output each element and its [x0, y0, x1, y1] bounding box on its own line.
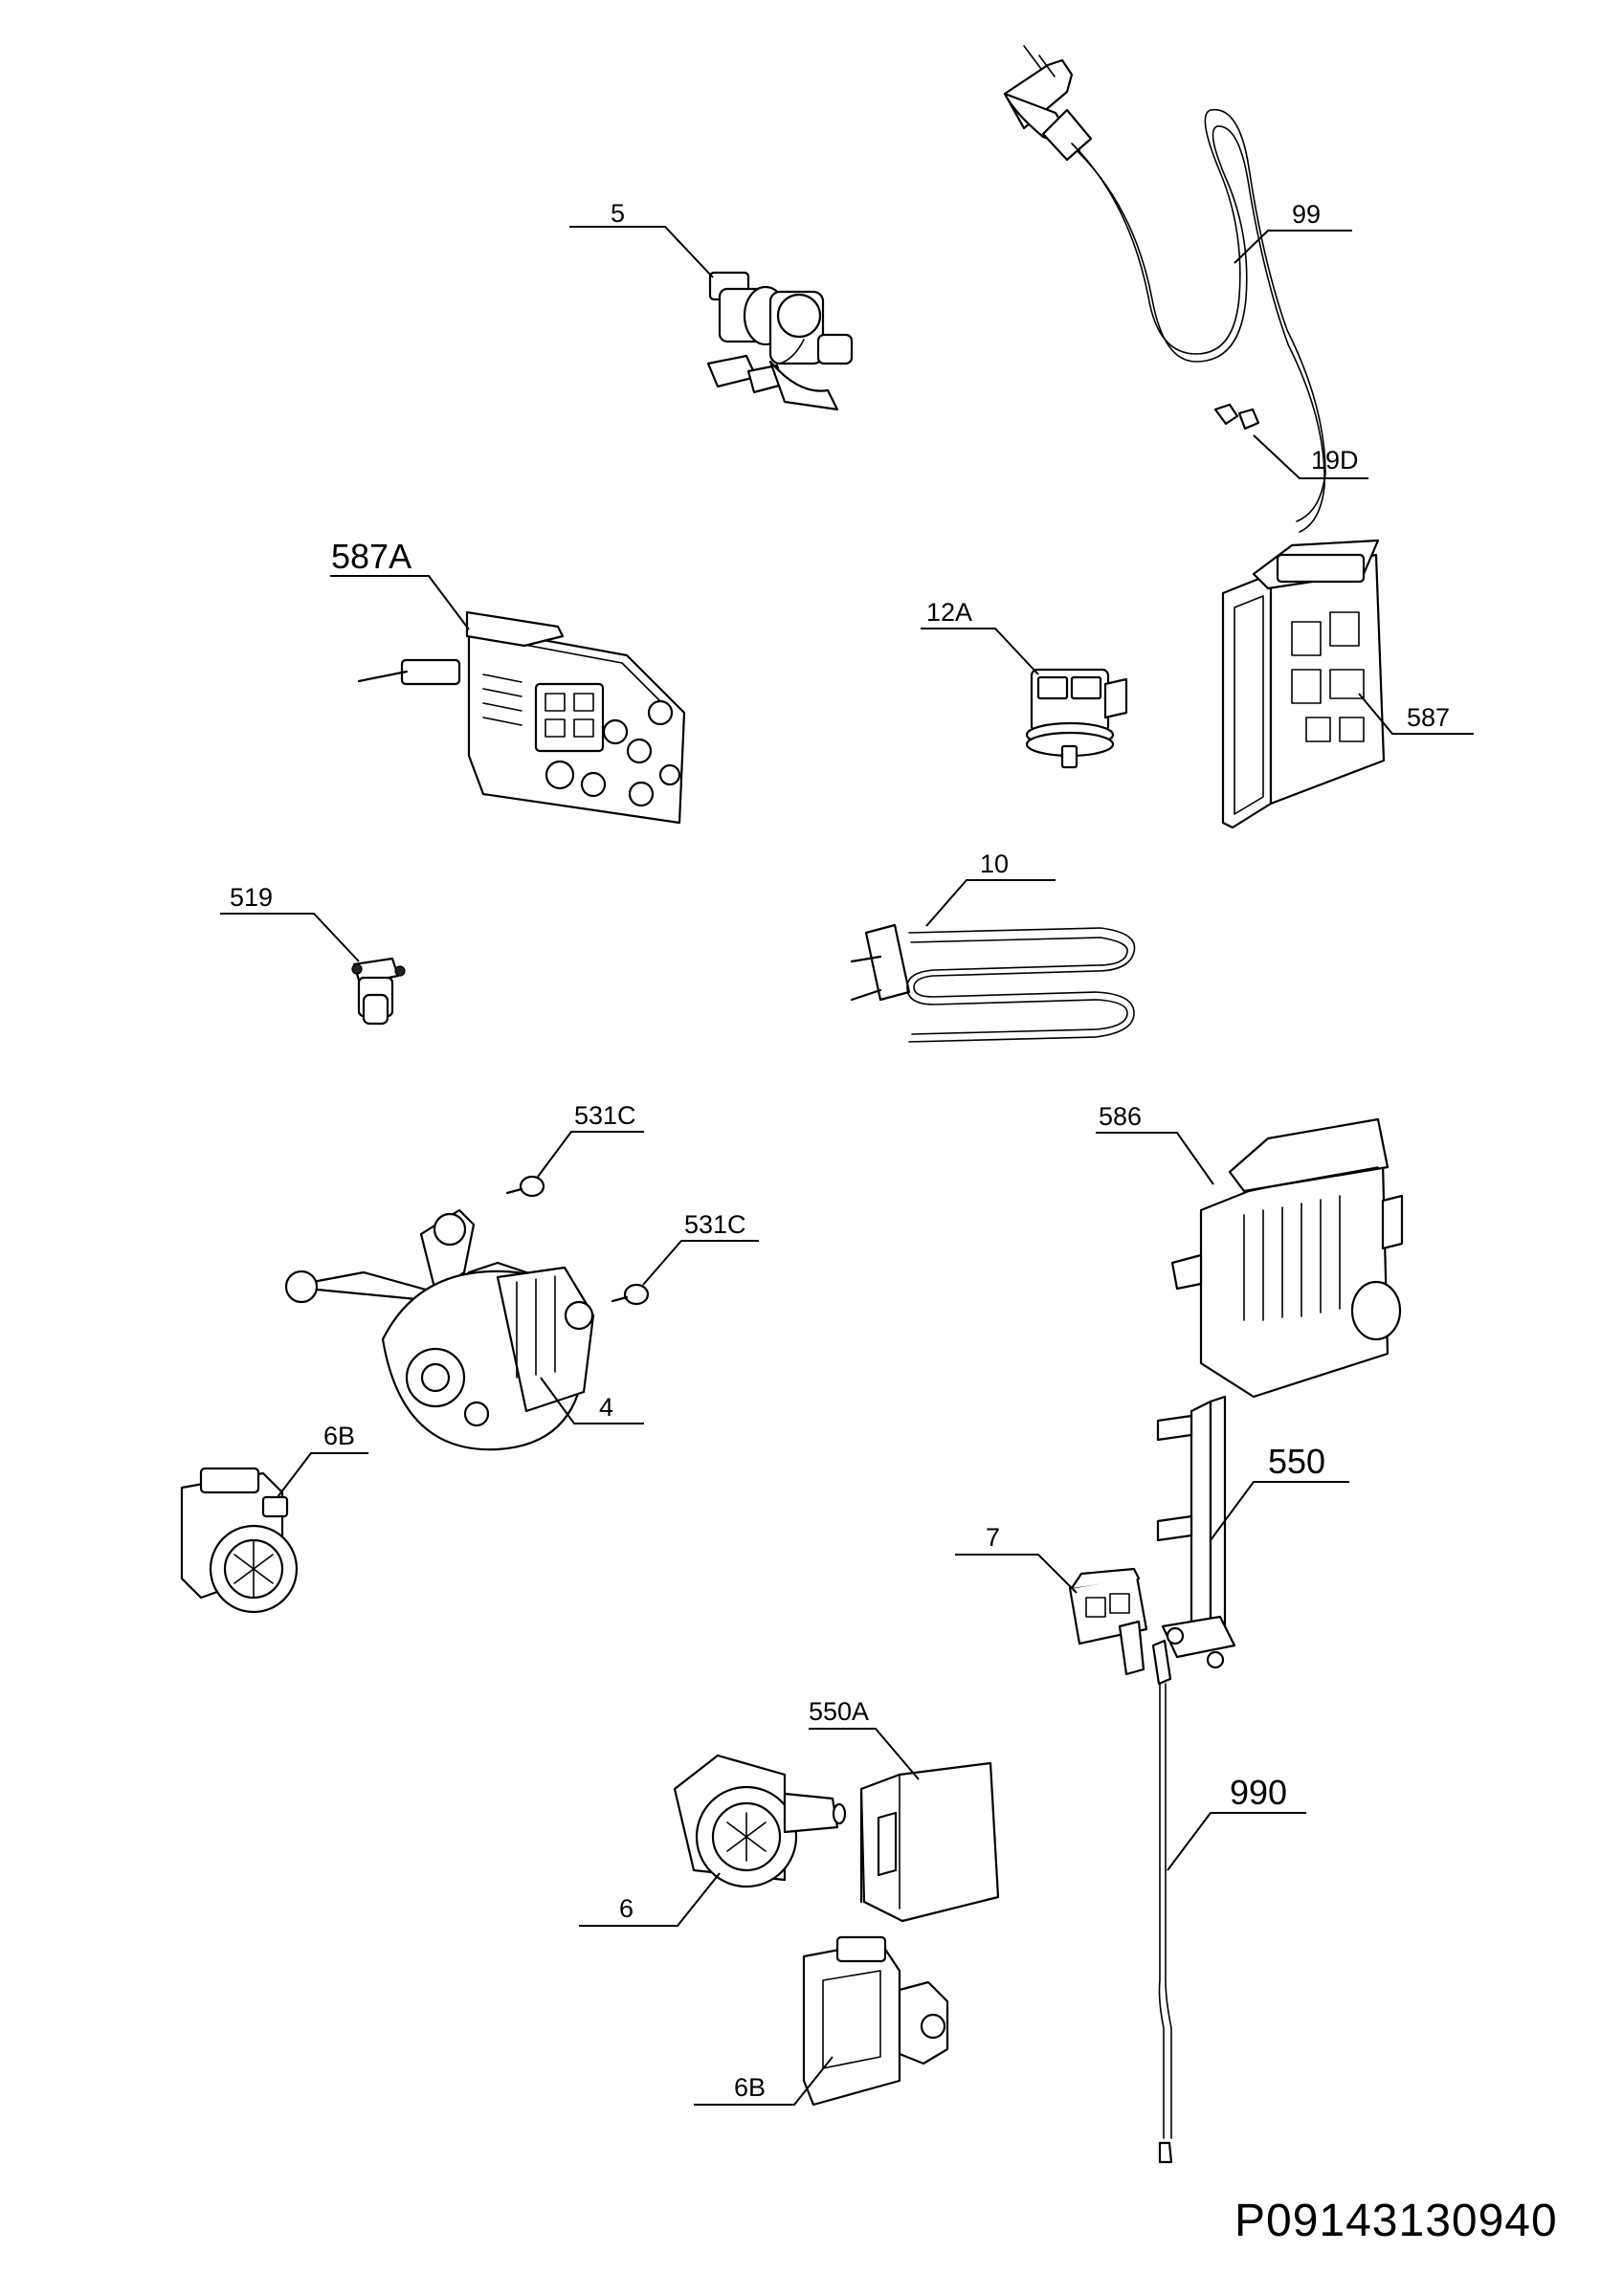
label-587[interactable]: 587: [1407, 703, 1450, 732]
leader-550A: 550A: [809, 1697, 920, 1780]
label-19D[interactable]: 19D: [1311, 446, 1359, 475]
part-4-motor[interactable]: [284, 1208, 595, 1451]
leader-587A: 587A: [330, 537, 470, 630]
label-531C-b[interactable]: 531C: [684, 1210, 746, 1239]
part-6B-drain-pump-lower[interactable]: [802, 1935, 949, 2107]
part-586-filter-box[interactable]: [1170, 1117, 1404, 1399]
leader-19D: 19D: [1253, 434, 1368, 479]
part-990-wiring-harness[interactable]: [1151, 1639, 1173, 2164]
label-990[interactable]: 990: [1230, 1773, 1287, 1812]
leader-6: 6: [579, 1872, 721, 1927]
part-531C-screw-b[interactable]: [611, 1283, 650, 1306]
label-99[interactable]: 99: [1292, 200, 1321, 229]
label-587A[interactable]: 587A: [331, 537, 411, 576]
leader-519: 519: [220, 883, 360, 962]
label-586[interactable]: 586: [1099, 1102, 1142, 1131]
leader-6B-upper: 6B: [277, 1422, 368, 1498]
drawing-code: P09143130940: [1234, 2196, 1558, 2246]
part-6B-drain-pump-upper[interactable]: [180, 1467, 299, 1614]
part-531C-screw-a[interactable]: [505, 1175, 545, 1198]
part-6-drain-pump[interactable]: [673, 1754, 847, 1888]
part-99-power-cable[interactable]: [1003, 45, 1326, 533]
label-531C-a[interactable]: 531C: [574, 1101, 636, 1130]
part-587A-control-board[interactable]: [357, 610, 686, 825]
leader-99: 99: [1234, 200, 1352, 264]
part-7-door-lock[interactable]: [1068, 1567, 1148, 1676]
leader-10: 10: [925, 850, 1056, 927]
label-519[interactable]: 519: [230, 883, 273, 912]
label-4[interactable]: 4: [599, 1393, 613, 1422]
label-10[interactable]: 10: [980, 850, 1009, 878]
leader-4: 4: [540, 1377, 644, 1424]
leader-7: 7: [955, 1523, 1078, 1594]
part-550A-box[interactable]: [859, 1761, 1000, 1923]
leader-531C-b: 531C: [642, 1210, 759, 1286]
label-550A[interactable]: 550A: [809, 1697, 869, 1726]
part-587-power-board[interactable]: [1221, 539, 1386, 829]
part-519-sensor[interactable]: [351, 957, 406, 1026]
leader-5: 5: [569, 199, 714, 278]
part-10-heating-element[interactable]: [850, 923, 1136, 1043]
leader-990: 990: [1167, 1773, 1306, 1871]
part-550-bracket[interactable]: [1156, 1395, 1236, 1669]
label-6B-lower[interactable]: 6B: [734, 2073, 766, 2102]
part-5-inlet-valve[interactable]: [706, 271, 854, 411]
part-12A-pressure-switch[interactable]: [1025, 668, 1128, 769]
leader-531C-a: 531C: [537, 1101, 644, 1178]
label-6[interactable]: 6: [619, 1894, 634, 1923]
label-6B-upper[interactable]: 6B: [323, 1422, 355, 1450]
label-5[interactable]: 5: [611, 199, 625, 228]
label-7[interactable]: 7: [986, 1523, 1000, 1552]
leader-586: 586: [1096, 1102, 1214, 1185]
label-12A[interactable]: 12A: [926, 598, 972, 627]
label-550[interactable]: 550: [1268, 1442, 1325, 1481]
leader-12A: 12A: [921, 598, 1039, 675]
leader-587: 587: [1358, 693, 1474, 735]
leader-6B-lower: 6B: [694, 2056, 834, 2106]
leader-550: 550: [1210, 1442, 1349, 1541]
